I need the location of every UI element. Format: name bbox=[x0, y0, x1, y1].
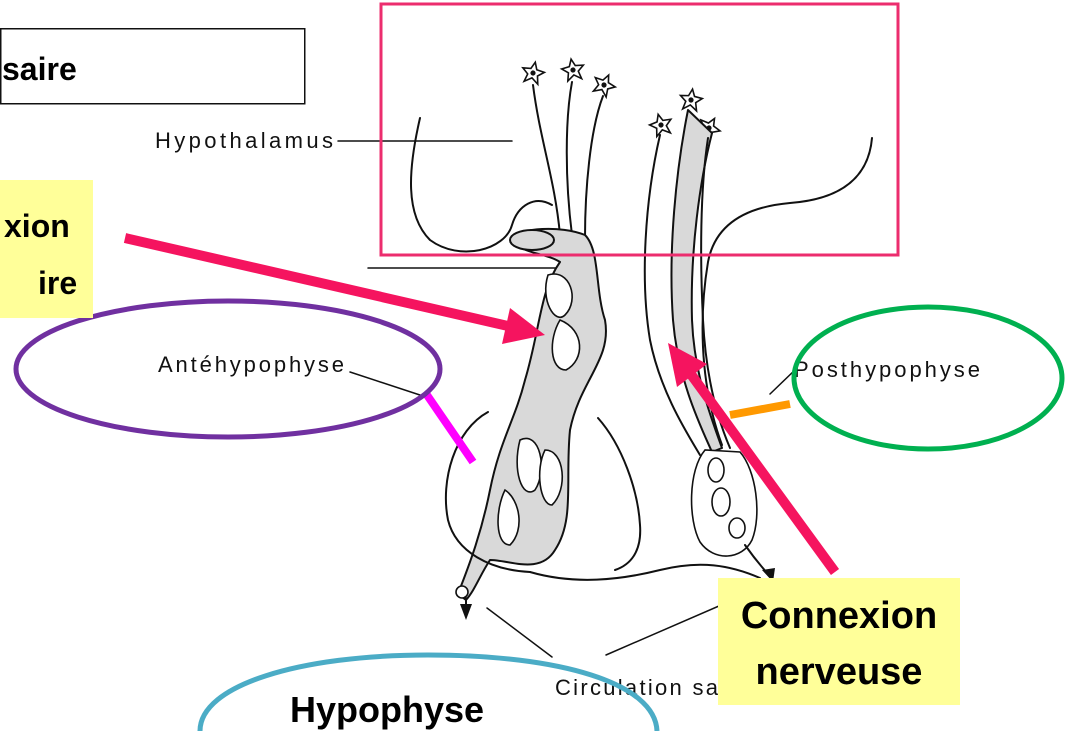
vessel-outlet bbox=[456, 586, 468, 598]
portal-vessel bbox=[458, 229, 606, 600]
portal-vessel-cap bbox=[510, 230, 554, 250]
capillary-loop bbox=[517, 438, 541, 492]
hypothalamus-contour-right bbox=[703, 138, 872, 445]
neuron bbox=[590, 70, 619, 98]
label-antehypophyse: Antéhypophyse bbox=[158, 352, 344, 377]
orange-marker bbox=[730, 404, 790, 415]
outflow-arrow-icon bbox=[460, 604, 472, 620]
posterior-capillary-loop bbox=[712, 488, 730, 516]
neuron bbox=[648, 112, 675, 138]
intermediate-outline bbox=[598, 418, 640, 570]
posterior-capillary-loop bbox=[708, 458, 724, 482]
anatomy-drawing bbox=[338, 57, 872, 657]
circulation-leader bbox=[487, 608, 552, 657]
axon bbox=[533, 85, 560, 235]
antehypophyse-leader bbox=[350, 372, 426, 397]
left-callout-line2: ire bbox=[38, 265, 77, 301]
right-callout-line1: Connexion bbox=[741, 595, 937, 637]
hypothalamus-frame bbox=[381, 4, 898, 255]
magenta-marker bbox=[427, 395, 473, 462]
posterior-capillary-loop bbox=[729, 518, 745, 538]
axon bbox=[585, 96, 603, 238]
gland-base-outline bbox=[530, 565, 760, 580]
neuron bbox=[560, 57, 585, 82]
hypophyse-title: Hypophyse bbox=[290, 689, 484, 730]
right-callout-line2: nerveuse bbox=[756, 651, 923, 693]
antehypophyse-ellipse bbox=[16, 301, 440, 437]
neuron bbox=[520, 60, 546, 85]
top-box-text: saire bbox=[2, 51, 77, 87]
left-callout-line1: xion bbox=[4, 208, 70, 244]
label-posthypophyse: Posthypophyse bbox=[794, 357, 980, 382]
axon bbox=[567, 82, 572, 235]
label-hypothalamus: Hypothalamus bbox=[155, 128, 333, 153]
vascular-arrow-shaft bbox=[125, 238, 508, 326]
neuron bbox=[679, 88, 704, 112]
